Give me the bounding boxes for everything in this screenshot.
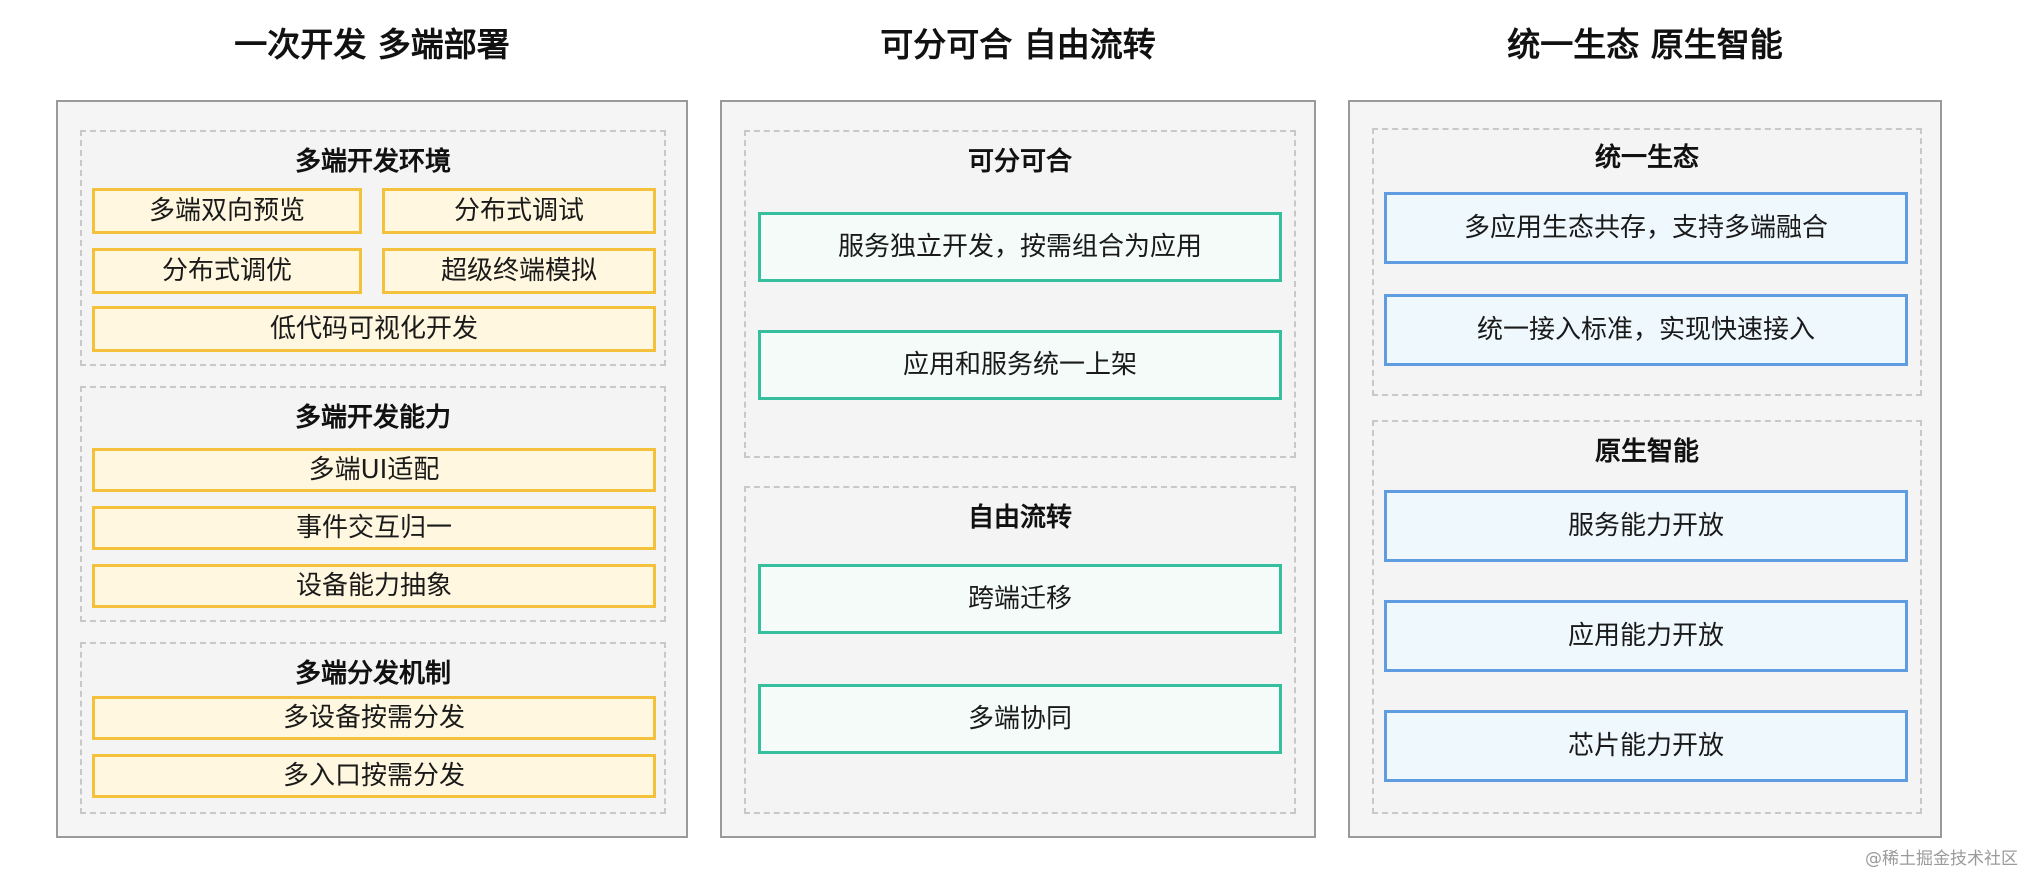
panel-flow: 可分可合 服务独立开发，按需组合为应用 应用和服务统一上架 自由流转 跨端迁移 …	[720, 100, 1316, 838]
diagram-box: 多应用生态共存，支持多端融合	[1384, 192, 1908, 264]
group-dev-environment: 多端开发环境 多端双向预览 分布式调试 分布式调优 超级终端模拟 低代码可视化开…	[80, 130, 666, 366]
diagram-box: 多入口按需分发	[92, 754, 656, 798]
panel-deploy: 多端开发环境 多端双向预览 分布式调试 分布式调优 超级终端模拟 低代码可视化开…	[56, 100, 688, 838]
group-title: 多端分发机制	[294, 659, 451, 689]
panel-ecosystem: 统一生态 多应用生态共存，支持多端融合 统一接入标准，实现快速接入 原生智能 服…	[1348, 100, 1942, 838]
diagram-box: 多端UI适配	[92, 448, 656, 492]
group-native-intelligence: 原生智能 服务能力开放 应用能力开放 芯片能力开放	[1372, 420, 1922, 814]
group-free-flow: 自由流转 跨端迁移 多端协同	[744, 486, 1296, 814]
column-title-ecosystem: 统一生态 原生智能	[1507, 25, 1783, 64]
diagram-box: 超级终端模拟	[382, 248, 656, 294]
group-title: 统一生态	[1594, 143, 1699, 173]
diagram-box: 分布式调优	[92, 248, 362, 294]
group-title: 自由流转	[967, 503, 1072, 533]
diagram-box: 设备能力抽象	[92, 564, 656, 608]
diagram-box: 分布式调试	[382, 188, 656, 234]
group-distribution: 多端分发机制 多设备按需分发 多入口按需分发	[80, 642, 666, 814]
diagram-box: 服务能力开放	[1384, 490, 1908, 562]
diagram-box: 多设备按需分发	[92, 696, 656, 740]
group-title: 多端开发环境	[294, 147, 451, 177]
group-dev-capability: 多端开发能力 多端UI适配 事件交互归一 设备能力抽象	[80, 386, 666, 622]
diagram-box: 事件交互归一	[92, 506, 656, 550]
watermark: @稀土掘金技术社区	[1865, 849, 2018, 869]
group-separable: 可分可合 服务独立开发，按需组合为应用 应用和服务统一上架	[744, 130, 1296, 458]
diagram-box: 应用能力开放	[1384, 600, 1908, 672]
diagram-box: 服务独立开发，按需组合为应用	[758, 212, 1282, 282]
column-title-flow: 可分可合 自由流转	[880, 25, 1156, 64]
diagram-box: 应用和服务统一上架	[758, 330, 1282, 400]
group-unified-ecosystem: 统一生态 多应用生态共存，支持多端融合 统一接入标准，实现快速接入	[1372, 128, 1922, 396]
group-title: 多端开发能力	[294, 403, 451, 433]
diagram-box: 低代码可视化开发	[92, 306, 656, 352]
diagram-box: 多端协同	[758, 684, 1282, 754]
column-title-deploy: 一次开发 多端部署	[234, 25, 510, 64]
diagram-box: 芯片能力开放	[1384, 710, 1908, 782]
diagram-box: 跨端迁移	[758, 564, 1282, 634]
diagram-box: 统一接入标准，实现快速接入	[1384, 294, 1908, 366]
diagram-box: 多端双向预览	[92, 188, 362, 234]
group-title: 可分可合	[967, 147, 1072, 177]
group-title: 原生智能	[1594, 437, 1699, 467]
